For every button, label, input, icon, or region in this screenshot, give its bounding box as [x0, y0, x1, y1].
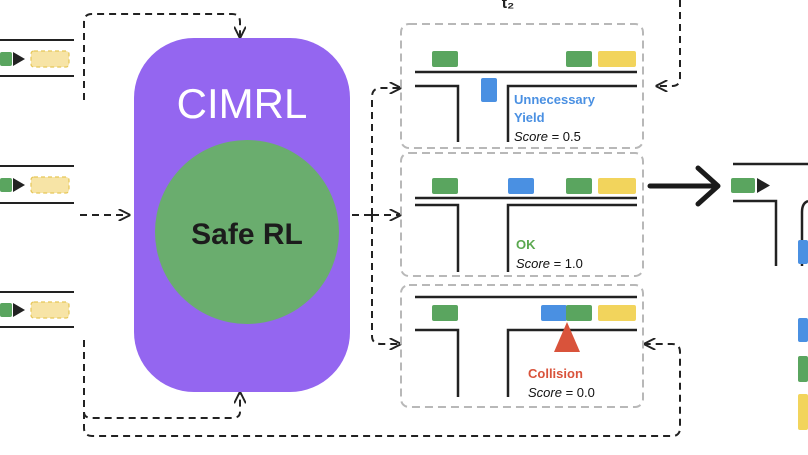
car-yellow	[598, 51, 636, 67]
direction-arrow-icon	[13, 303, 25, 317]
input-scene-3	[0, 291, 74, 328]
collision-warning-icon	[554, 322, 580, 352]
output-scene	[731, 162, 808, 430]
car-green	[432, 51, 458, 67]
car-green	[432, 178, 458, 194]
car-green	[432, 305, 458, 321]
safe-rl-label: Safe RL	[191, 218, 303, 251]
scenario-panel-ok: OK Score = 1.0	[400, 152, 644, 277]
feedback-arrow-top	[658, 0, 681, 86]
direction-arrow-icon	[13, 178, 25, 192]
input-scene-1	[0, 39, 74, 77]
car-blue	[541, 305, 567, 321]
car-green	[566, 305, 592, 321]
car-yellow	[598, 178, 636, 194]
ghost-car	[30, 176, 70, 194]
direction-arrow-icon	[13, 52, 25, 66]
car-yellow	[598, 305, 636, 321]
cimrl-block: CIMRL Safe RL	[134, 38, 350, 392]
car-green	[798, 356, 808, 382]
car-yellow	[798, 394, 808, 430]
score-text: Score = 0.5	[514, 129, 581, 144]
car-blue-yielding	[481, 78, 497, 102]
direction-arrow-icon	[757, 178, 770, 193]
feedback-arrow-bottom	[83, 344, 681, 437]
outcome-label: Unnecessary Yield	[514, 92, 599, 125]
result-arrow	[647, 165, 721, 207]
outcome-label: Collision	[528, 366, 583, 381]
branch-arrow-bottom	[371, 215, 399, 344]
timestep-label: t₂	[502, 0, 514, 12]
ego-car	[0, 178, 12, 192]
car-green	[566, 51, 592, 67]
ego-car	[0, 303, 12, 317]
car-green	[566, 178, 592, 194]
ghost-car	[30, 301, 70, 319]
ego-car	[0, 52, 12, 66]
car-blue	[508, 178, 534, 194]
top-loop-arrow	[83, 13, 240, 100]
input-scene-2	[0, 165, 74, 204]
car-blue	[798, 240, 808, 264]
scenario-panel-unnecessary-yield: Unnecessary Yield Score = 0.5	[400, 23, 644, 149]
score-text: Score = 1.0	[516, 256, 583, 271]
car-blue	[798, 318, 808, 342]
outcome-label: OK	[516, 237, 536, 252]
branch-arrow-top	[371, 88, 399, 215]
scenario-panel-collision: Collision Score = 0.0	[400, 284, 644, 408]
ghost-car	[30, 50, 70, 68]
ego-car	[731, 178, 755, 193]
safe-rl-circle	[155, 140, 339, 324]
flow-arrows	[80, 0, 681, 437]
score-text: Score = 0.0	[528, 385, 595, 400]
cimrl-title: CIMRL	[177, 80, 308, 127]
